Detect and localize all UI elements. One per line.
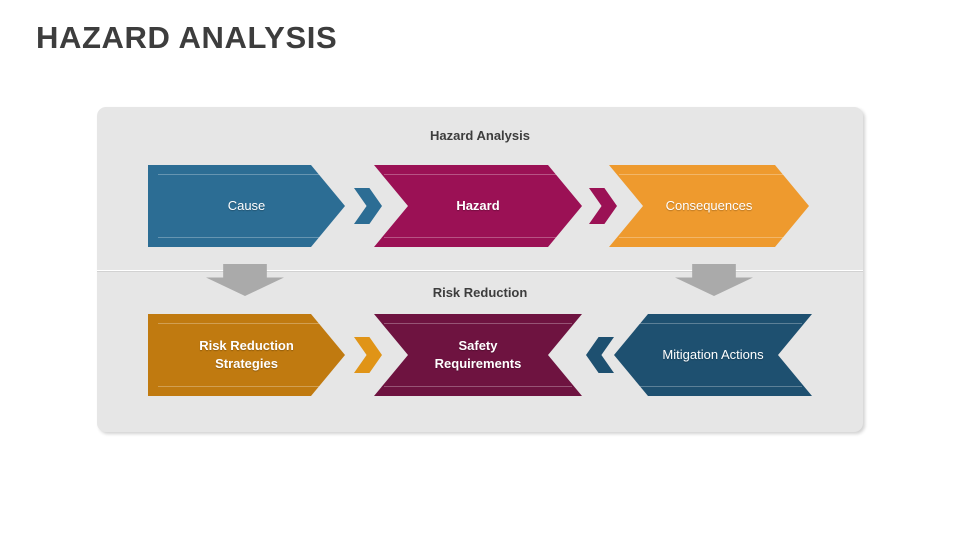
shape-label-consequences: Consequences xyxy=(665,198,753,214)
shape-hazard[interactable]: Hazard xyxy=(374,165,582,247)
bevel-bottom xyxy=(158,237,335,238)
bevel-top xyxy=(158,174,335,175)
bevel-bottom xyxy=(384,386,572,387)
bevel-top xyxy=(619,174,799,175)
shape-label-mitigation-actions: Mitigation Actions xyxy=(662,347,764,363)
shape-label-cause: Cause xyxy=(227,198,266,214)
connector-cause-to-hazard-icon xyxy=(354,188,382,224)
bevel-top xyxy=(384,323,572,324)
connector-strategies-to-requirements-icon xyxy=(354,337,382,373)
bevel-top xyxy=(158,323,335,324)
connector-hazard-to-consequences-icon xyxy=(589,188,617,224)
bevel-top xyxy=(624,323,802,324)
shape-cause[interactable]: Cause xyxy=(148,165,345,247)
bevel-bottom xyxy=(624,386,802,387)
bevel-bottom xyxy=(158,386,335,387)
section-heading-hazard-analysis: Hazard Analysis xyxy=(430,128,530,143)
section-heading-risk-reduction: Risk Reduction xyxy=(432,285,528,300)
bevel-bottom xyxy=(384,237,572,238)
bevel-bottom xyxy=(619,237,799,238)
panel-divider xyxy=(97,270,863,272)
shape-consequences[interactable]: Consequences xyxy=(609,165,809,247)
diagram-panel: Hazard Analysis Risk Reduction Cause Haz… xyxy=(97,107,863,432)
connector-mitigation-to-requirements-icon xyxy=(586,337,614,373)
bevel-top xyxy=(384,174,572,175)
hazard-analysis-flow-row: Cause Hazard Consequences xyxy=(97,165,863,247)
shape-label-hazard: Hazard xyxy=(456,198,500,214)
shape-mitigation-actions[interactable]: Mitigation Actions xyxy=(614,314,812,396)
page-title: HAZARD ANALYSIS xyxy=(36,20,338,55)
